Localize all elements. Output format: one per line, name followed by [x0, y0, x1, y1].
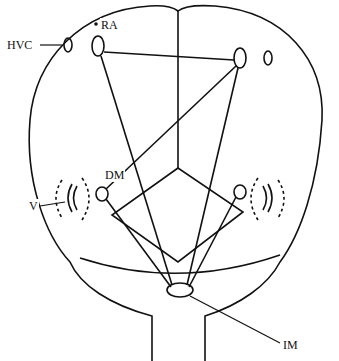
leader-line — [190, 296, 280, 343]
ra-nucleus — [92, 36, 104, 56]
pathway — [101, 56, 172, 285]
pathway — [187, 68, 238, 285]
leader-line — [40, 202, 65, 206]
nucleus-label: HVC — [6, 38, 33, 52]
nucleus-label: IM — [282, 338, 299, 352]
v-region — [263, 184, 272, 212]
optic-region — [112, 168, 243, 262]
v-region-dashed — [56, 178, 89, 220]
nucleus-label: RA — [100, 18, 119, 32]
leader-line — [40, 44, 62, 45]
pathway — [106, 66, 236, 189]
pathway — [104, 52, 234, 60]
nucleus-label: V — [28, 199, 39, 213]
hvc-nucleus — [64, 38, 72, 52]
pathway — [189, 197, 236, 287]
ra-nucleus — [234, 48, 246, 68]
nucleus-label: DM — [104, 168, 125, 182]
pathway — [106, 199, 171, 287]
midline — [177, 11, 179, 168]
v-region-dashed — [251, 178, 284, 220]
hvc-nucleus — [264, 51, 272, 65]
v-region — [68, 184, 77, 212]
brain-outline — [29, 6, 322, 361]
dot-mark — [95, 23, 97, 25]
cerebellum-band — [80, 255, 280, 273]
